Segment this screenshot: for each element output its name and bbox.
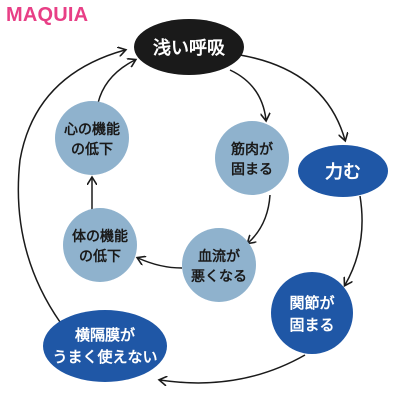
arrow-muscles-to-circulation xyxy=(248,194,271,243)
node-joints-stiffen-label-line2: 固まる xyxy=(289,316,334,334)
node-diaphragm-label-line2: うまく使えない xyxy=(52,348,157,366)
node-joints-stiffen: 関節が 固まる xyxy=(271,272,353,354)
node-circulation-shape xyxy=(182,228,256,302)
arrow-breath-to-tense xyxy=(239,54,345,140)
node-muscles-stiffen: 筋肉が 固まる xyxy=(215,121,289,195)
node-muscles-stiffen-label-line2: 固まる xyxy=(231,162,273,178)
node-joints-stiffen-label-line1: 関節が xyxy=(289,294,335,312)
node-joints-stiffen-shape xyxy=(271,272,353,354)
node-heart-function: 心の機能 の低下 xyxy=(55,101,129,175)
node-heart-function-shape xyxy=(55,101,129,175)
node-diaphragm-label-line1: 横隔膜が xyxy=(75,326,136,344)
node-body-function: 体の機能 の低下 xyxy=(63,208,137,282)
node-diaphragm: 横隔膜が うまく使えない xyxy=(43,310,167,382)
node-circulation-label-line1: 血流が xyxy=(198,248,241,265)
arrow-breath-to-muscles xyxy=(229,69,266,120)
node-tense-shape xyxy=(298,145,388,197)
node-circulation-label-line2: 悪くなる xyxy=(191,269,247,285)
arrow-circulation-to-body xyxy=(138,258,183,269)
arrow-diaphragm-to-breath xyxy=(17,50,125,323)
node-body-function-label-line2: の低下 xyxy=(79,248,121,265)
node-muscles-stiffen-label-line1: 筋肉が xyxy=(231,141,274,158)
node-circulation: 血流が 悪くなる xyxy=(182,228,256,302)
node-tense-label: 力む xyxy=(325,162,361,183)
node-tense: 力む xyxy=(298,145,388,197)
node-shallow-breath-shape xyxy=(134,19,244,75)
arrow-heart-to-breath xyxy=(97,60,135,104)
node-shallow-breath: 浅い呼吸 xyxy=(134,19,244,75)
node-shallow-breath-label: 浅い呼吸 xyxy=(153,37,226,59)
node-body-function-label-line1: 体の機能 xyxy=(72,228,128,245)
arrow-tense-to-joints xyxy=(345,195,363,285)
node-diaphragm-shape xyxy=(43,310,167,382)
node-muscles-stiffen-shape xyxy=(215,121,289,195)
brand-logo: MAQUIA xyxy=(6,4,89,26)
arrows xyxy=(17,50,363,383)
node-heart-function-label-line2: の低下 xyxy=(71,141,113,158)
node-heart-function-label-line1: 心の機能 xyxy=(64,121,120,138)
arrow-joints-to-diaphragm xyxy=(160,354,306,383)
node-body-function-shape xyxy=(63,208,137,282)
